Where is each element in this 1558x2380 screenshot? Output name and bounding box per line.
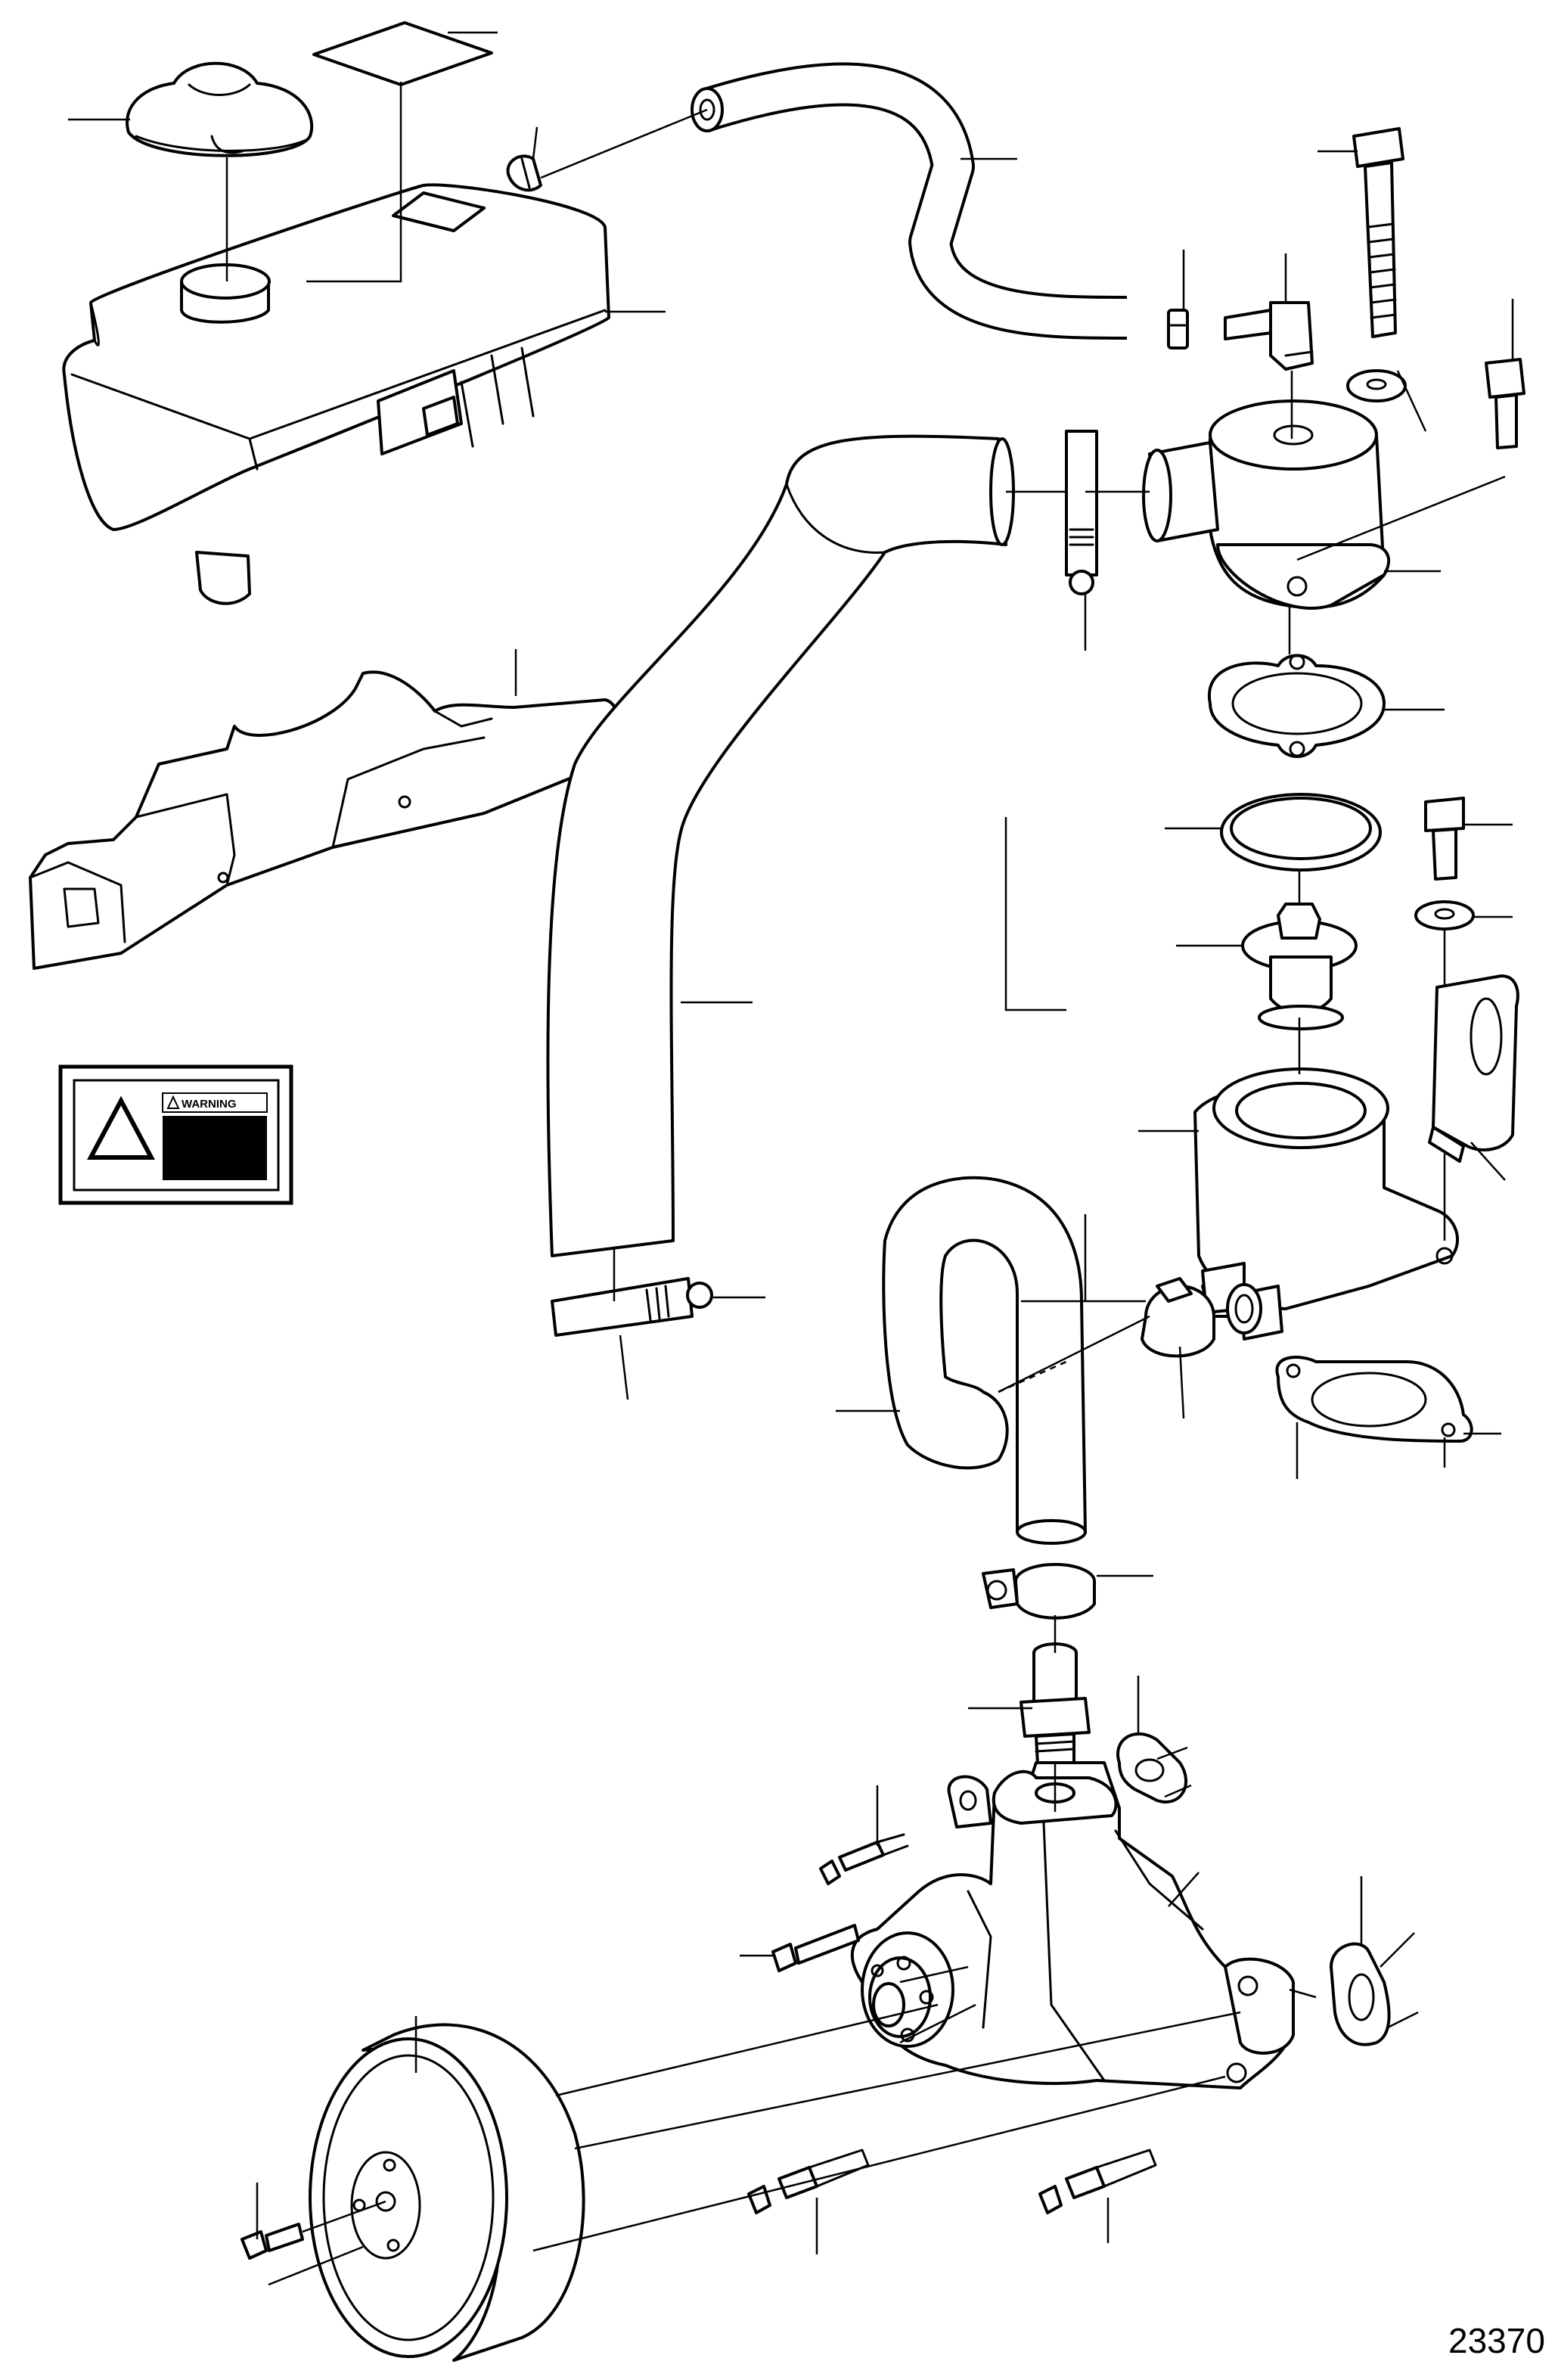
lifting-eye-bracket (1428, 974, 1519, 1163)
vent-hose (691, 62, 1128, 340)
short-bolt (1485, 358, 1525, 449)
thermostat-cover (1142, 399, 1390, 610)
bypass-hose-clamp (982, 1563, 1096, 1620)
pulley (309, 2023, 585, 2362)
water-pump (851, 1761, 1295, 2089)
hose-clamp-medium (1141, 1277, 1215, 1358)
flange-bolt (1424, 797, 1465, 881)
seal-ring (1220, 793, 1382, 872)
hose-clamp-lower (551, 1277, 713, 1337)
thermostat (1241, 903, 1358, 1030)
bolt-mid (771, 1924, 860, 1972)
pulley-bolt (241, 2223, 304, 2260)
thermostat-gasket (1207, 654, 1386, 758)
warning-label-text: WARNING (182, 1098, 237, 1111)
housing-gasket (1275, 1356, 1473, 1443)
expansion-tank (62, 183, 610, 605)
stud-lower-right (1038, 2149, 1157, 2214)
elbow-nipple (1224, 301, 1314, 371)
washer (1346, 369, 1407, 402)
hose-clamp-small (506, 154, 542, 192)
hose-clamp-upper (1065, 430, 1098, 595)
mounting-bracket (29, 670, 621, 970)
figure-number: 23370 (1448, 2321, 1545, 2360)
thermostat-housing (1193, 1067, 1460, 1341)
long-bolt (1352, 127, 1404, 338)
decal-label (312, 21, 493, 86)
small-sleeve (1167, 309, 1189, 350)
bypass-hose (882, 1176, 1087, 1545)
pump-outlet-gasket (1330, 1942, 1391, 2046)
leader-lines (68, 31, 1514, 2286)
upper-radiator-hose (546, 434, 1015, 1257)
warning-decal: WARNING (58, 1064, 293, 1205)
small-gasket (1116, 1732, 1188, 1804)
stud-upper (819, 1833, 909, 1885)
hose-nipple (1020, 1642, 1091, 1766)
filler-cap (126, 61, 314, 157)
washer-2 (1414, 900, 1475, 931)
warning-triangle-icon (87, 1095, 155, 1160)
